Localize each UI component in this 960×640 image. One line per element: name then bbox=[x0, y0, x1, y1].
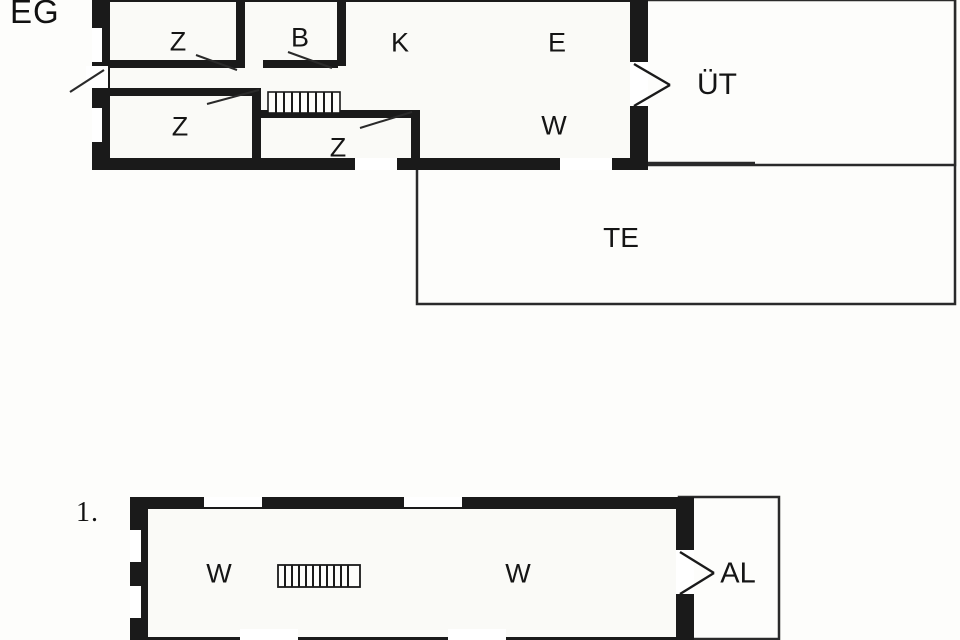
ground-floor-outer-walls bbox=[92, 0, 648, 170]
room-label-w-first-right: W bbox=[505, 558, 531, 589]
room-label-z-1: Z bbox=[169, 26, 187, 57]
staircase-icon-first bbox=[277, 564, 361, 588]
room-label-te: TE bbox=[603, 222, 639, 253]
ground-floor-group bbox=[69, 0, 957, 306]
floor-label-first: 1. bbox=[76, 497, 99, 528]
room-label-z-3: Z bbox=[329, 132, 347, 163]
floor-label-ground: EG bbox=[10, 0, 60, 30]
staircase-icon-ground bbox=[267, 91, 341, 114]
altan-al-outline bbox=[677, 495, 781, 640]
room-label-ut: ÜT bbox=[697, 68, 737, 101]
ground-floor-door-markers bbox=[195, 51, 413, 129]
room-label-b: B bbox=[290, 22, 310, 53]
first-floor-outer-walls bbox=[130, 497, 694, 640]
ground-floor-entrance-door bbox=[69, 66, 108, 93]
first-floor-windows bbox=[130, 497, 694, 640]
room-label-w-first-left: W bbox=[206, 558, 232, 589]
first-floor-group bbox=[130, 495, 781, 640]
room-label-al: AL bbox=[720, 557, 756, 590]
room-label-w-ground: W bbox=[541, 110, 567, 141]
room-label-z-2: Z bbox=[171, 111, 189, 142]
room-label-e: E bbox=[547, 27, 567, 58]
covered-terrace-ut-outline bbox=[644, 0, 957, 167]
altan-door-symbol bbox=[679, 550, 715, 596]
room-label-k: K bbox=[390, 27, 410, 58]
ground-floor-interior-walls bbox=[110, 2, 420, 158]
covered-terrace-door-symbol bbox=[633, 62, 671, 108]
ground-floor-windows bbox=[92, 28, 648, 170]
